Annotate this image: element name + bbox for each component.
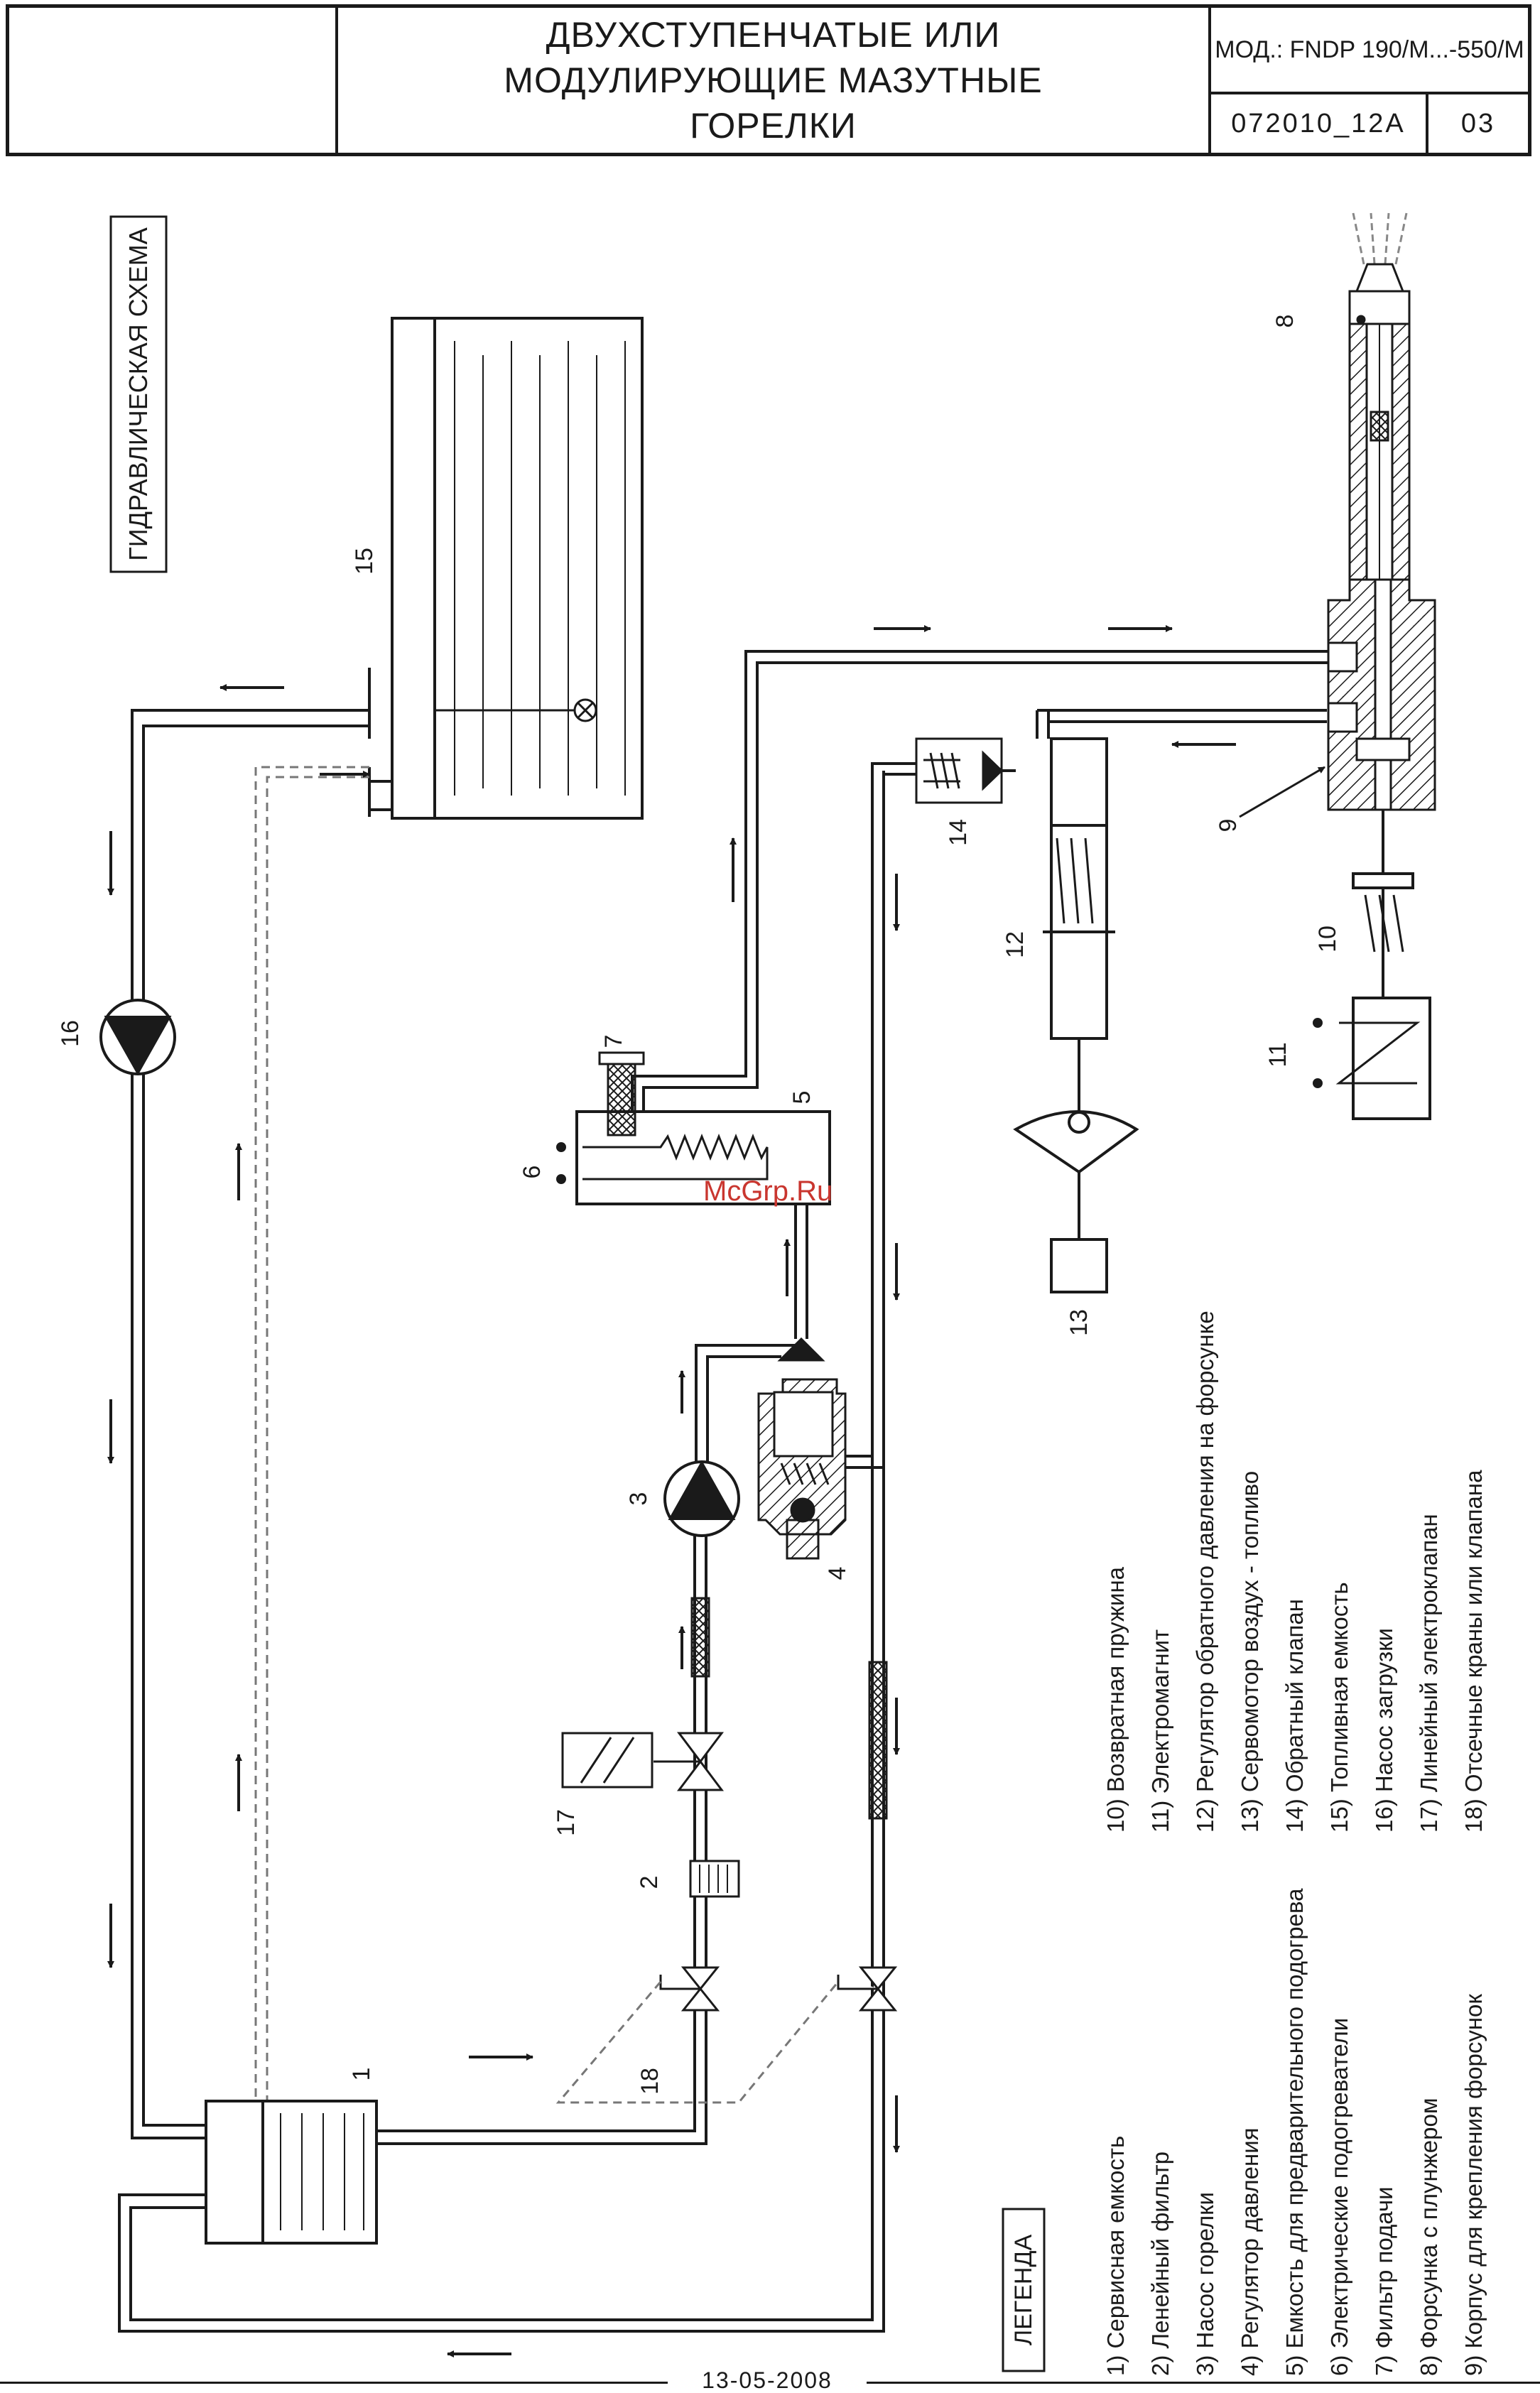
legend-item-3: 3) Насос горелки (1192, 2192, 1218, 2376)
supply-filter-7 (598, 1051, 645, 1136)
legend-item-14: 14) Обратный клапан (1281, 1599, 1308, 1833)
leader-9 (1239, 766, 1325, 818)
label-8: 8 (1271, 315, 1298, 328)
label-7: 7 (600, 1035, 627, 1048)
document-code: 072010_12A (1211, 94, 1428, 153)
supply-line-left (131, 668, 392, 2139)
legend-heading: ЛЕГЕНДА (1010, 2235, 1037, 2346)
label-6: 6 (519, 1166, 546, 1179)
nozzle-assembly-8 (1348, 212, 1411, 581)
legend-item-9: 9) Корпус для крепления форсунок (1460, 1994, 1487, 2376)
page-number: 03 (1460, 108, 1496, 139)
servomotor-cam-13 (1013, 1110, 1139, 1293)
electromagnet-11 (1313, 997, 1431, 1120)
legend-item-4: 4) Регулятор давления (1237, 2128, 1263, 2377)
line-to-preheater (794, 1204, 808, 1339)
label-10: 10 (1314, 926, 1341, 953)
fuel-tank-15 (391, 317, 644, 820)
regulator-bypass-line (845, 1455, 884, 1469)
label-18: 18 (636, 2068, 663, 2095)
label-5: 5 (788, 1091, 815, 1105)
charge-pump-16 (99, 999, 176, 1076)
service-tank-1 (205, 2100, 378, 2245)
label-1: 1 (348, 2068, 375, 2081)
legend: ЛЕГЕНДА 1) Сервисная емкость 2) Ленейный… (1002, 1311, 1487, 2377)
title-block: ДВУХСТУПЕНЧАТЫЕ ИЛИ МОДУЛИРУЮЩИЕ МАЗУТНЫ… (6, 4, 1531, 156)
legend-item-18: 18) Отсечные краны или клапана (1460, 1470, 1487, 1833)
valve-linkage-dashed (555, 1981, 840, 2104)
check-valve-14 (915, 737, 1016, 804)
label-13: 13 (1065, 1309, 1092, 1336)
supply-line-to-nozzle (631, 650, 1328, 1112)
legend-item-11: 11) Электромагнит (1147, 1629, 1173, 1833)
legend-item-2: 2) Ленейный фильтр (1147, 2151, 1173, 2376)
label-16: 16 (57, 1020, 84, 1047)
label-3: 3 (625, 1492, 652, 1506)
return-line-bottom (118, 771, 885, 2333)
legend-item-13: 13) Сервомотор воздух - топливо (1237, 1471, 1263, 1833)
label-4: 4 (824, 1567, 851, 1580)
pump-discharge-line (695, 1344, 803, 1462)
legend-item-5: 5) Емкость для предварительного подогрев… (1281, 1888, 1308, 2376)
legend-item-1: 1) Сервисная емкость (1102, 2136, 1129, 2376)
flex-hose-suction (690, 1597, 710, 1678)
model-designation: МОД.: FNDP 190/M...-550/M (1211, 8, 1528, 94)
label-9: 9 (1215, 819, 1242, 832)
legend-item-6: 6) Электрические подогреватели (1326, 2018, 1352, 2376)
flow-arrows (107, 625, 1236, 2357)
pressure-regulator-4 (757, 1337, 847, 1560)
legend-item-8: 8) Форсунка с плунжером (1416, 2098, 1442, 2376)
shutoff-valve-18a (659, 1966, 720, 2012)
flex-hose-return (868, 1661, 888, 1820)
return-spring-10 (1352, 872, 1414, 998)
legend-item-17: 17) Линейный электроклапан (1416, 1514, 1442, 1833)
back-pressure-regulator-12 (1036, 709, 1327, 1115)
return-line-right (871, 762, 916, 781)
legend-item-10: 10) Возвратная пружина (1102, 1566, 1129, 1833)
burner-pump-3 (663, 1460, 740, 1537)
footer-rule-right (867, 2382, 1540, 2384)
document-title: ДВУХСТУПЕНЧАТЫЕ ИЛИ МОДУЛИРУЮЩИЕ МАЗУТНЫ… (338, 8, 1211, 153)
watermark: McGrp.Ru (703, 1176, 833, 1207)
legend-item-16: 16) Насос загрузки (1371, 1628, 1397, 1833)
label-12: 12 (1002, 931, 1029, 958)
shutoff-valve-18b (837, 1966, 898, 2012)
label-2: 2 (636, 1876, 663, 1889)
line-filter-2 (689, 1860, 740, 1898)
label-11: 11 (1264, 1042, 1291, 1067)
diagram-heading-frame: ГИДРАВЛИЧЕСКАЯ СХЕМА (109, 215, 168, 573)
vent-line-dashed (254, 766, 369, 2102)
diagram-heading: ГИДРАВЛИЧЕСКАЯ СХЕМА (124, 227, 153, 560)
label-17: 17 (553, 1809, 580, 1836)
title-block-blank-cell (9, 8, 338, 153)
footer-date: 13-05-2008 (702, 2367, 833, 2393)
component-labels: 1 2 3 4 5 6 7 8 9 10 11 12 13 14 15 16 1… (57, 315, 1341, 2095)
legend-item-15: 15) Топливная емкость (1326, 1582, 1352, 1833)
legend-heading-frame (1002, 2208, 1046, 2372)
label-14: 14 (945, 819, 972, 846)
label-15: 15 (351, 548, 378, 575)
legend-item-7: 7) Фильтр подачи (1371, 2186, 1397, 2376)
nozzle-body-9 (1327, 578, 1436, 874)
solenoid-valve-17 (561, 1732, 724, 1791)
legend-item-12: 12) Регулятор обратного давления на форс… (1192, 1311, 1218, 1833)
footer-rule-left (0, 2382, 668, 2384)
